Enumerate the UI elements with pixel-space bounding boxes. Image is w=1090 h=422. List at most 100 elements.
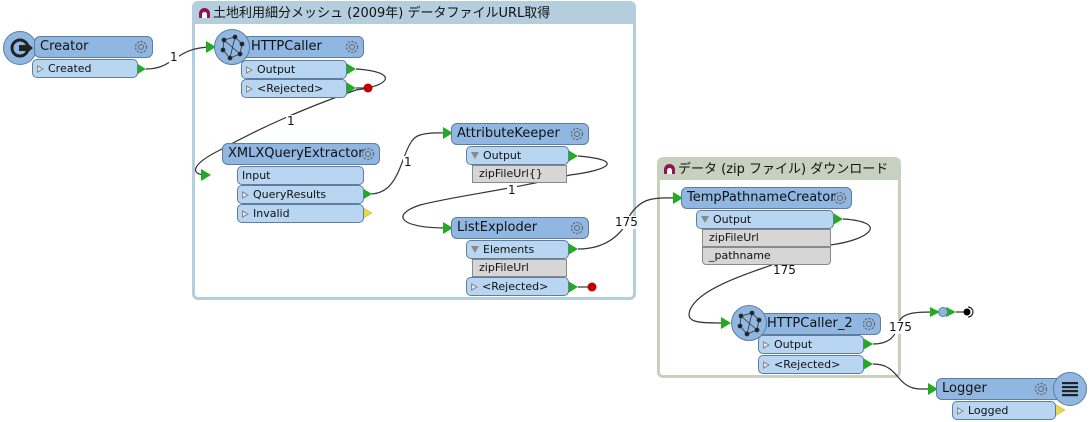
terminator-icon [963,308,971,316]
connection-listexploder-temppath [577,197,676,250]
port-input[interactable]: Input [237,166,364,185]
creator-icon[interactable] [3,31,37,65]
transformer-httpcaller[interactable]: HTTPCaller [238,36,364,58]
expand-icon[interactable] [763,361,770,369]
transformer-name: AttributeKeeper [457,126,560,141]
feature-count: 1 [169,50,179,64]
gear-icon[interactable] [861,316,877,332]
transformer-name: Logger [942,381,987,396]
port-output[interactable]: Output [758,335,864,354]
expand-icon[interactable] [246,66,253,74]
feature-count: 1 [286,114,296,128]
port-elements[interactable]: Elements [466,240,569,259]
attribute-item: zipFileUrl{} [472,165,567,183]
collapse-icon[interactable] [471,152,479,159]
input-port-attrkeeper [443,127,453,139]
expand-icon[interactable] [957,407,964,415]
connection-attrkeeper-listexploder [402,155,608,229]
output-port-httpcaller2-output [863,338,873,350]
bookmark-icon [199,8,210,18]
feature-count: 1 [403,155,413,169]
output-port-httpcaller-rejected [346,82,356,94]
httpcaller-icon[interactable] [214,29,250,65]
output-port-creator-created [136,63,146,75]
expand-icon[interactable] [37,65,44,73]
connection-httpcaller2-output [872,311,933,345]
output-port-listexploder-rejected [568,281,578,293]
transformer-attributekeeper[interactable]: AttributeKeeper [451,123,589,145]
junction-output-arrow [946,307,956,317]
gear-icon[interactable] [832,190,848,206]
transformer-name: TempPathnameCreator [687,190,836,205]
bookmark-icon [664,164,675,174]
bookmark-header[interactable]: 土地利用細分メッシュ (2009年) データファイルURL取得 [195,4,633,24]
rejected-terminator-icon [363,83,373,93]
feature-count: 175 [888,320,913,334]
port-created[interactable]: Created [32,59,138,78]
transformer-creator[interactable]: Creator [34,36,153,58]
port-output[interactable]: Output [241,60,347,79]
connection-xmlx-attrkeeper [369,132,447,195]
gear-icon[interactable] [344,39,360,55]
transformer-listexploder[interactable]: ListExploder [451,217,589,239]
output-port-temppath-output [833,213,843,225]
transformer-xmlxqueryextractor[interactable]: XMLXQueryExtractor [222,143,380,165]
output-port-httpcaller2-rejected [863,358,873,370]
transformer-name: XMLXQueryExtractor [228,146,364,161]
port-queryresults[interactable]: QueryResults [237,185,364,204]
gear-icon[interactable] [569,126,585,142]
logger-icon[interactable] [1053,372,1087,406]
junction-icon [938,307,948,317]
input-port-temppath [673,192,683,204]
connection-temppath-httpcaller2 [688,218,871,324]
port-output[interactable]: Output [696,210,834,229]
input-port-listexploder [443,222,453,234]
bookmark-title: 土地利用細分メッシュ (2009年) データファイルURL取得 [213,6,551,21]
port-rejected[interactable]: <Rejected> [241,79,347,98]
gear-icon[interactable] [1033,381,1049,397]
attribute-item: _pathname [702,247,831,265]
feature-count: 175 [772,263,797,277]
collapse-icon[interactable] [471,246,479,253]
terminator-icon [967,306,974,318]
output-port-httpcaller-output [346,63,356,75]
expand-icon[interactable] [246,85,253,93]
input-port-httpcaller2 [721,317,731,329]
output-port-attrkeeper-output [568,150,578,162]
output-port-listexploder-elements [568,243,578,255]
attribute-item: zipFileUrl [472,259,567,277]
transformer-name: Creator [40,39,89,54]
transformer-name: HTTPCaller_2 [767,316,853,331]
connection-httpcaller2-rejected-logger [872,363,930,390]
port-rejected[interactable]: <Rejected> [758,355,864,374]
feature-count: 175 [614,215,639,229]
bookmark-title: データ (zip ファイル) ダウンロード [678,162,889,177]
gear-icon[interactable] [133,39,149,55]
junction-input-arrow [930,307,940,317]
expand-icon[interactable] [242,191,249,199]
expand-icon[interactable] [471,283,478,291]
connection-httpcaller-output-xmlx [195,68,386,176]
input-port-httpcaller [206,41,216,53]
transformer-logger[interactable]: Logger [936,378,1062,400]
gear-icon[interactable] [360,146,376,162]
port-logged[interactable]: Logged [952,401,1056,420]
transformer-temppathnamecreator[interactable]: TempPathnameCreator [681,187,852,209]
attribute-item: zipFileUrl [702,229,831,247]
expand-icon[interactable] [763,341,770,349]
transformer-name: ListExploder [457,220,538,235]
port-output[interactable]: Output [466,146,569,165]
collapse-icon[interactable] [701,216,709,223]
rejected-terminator-icon [587,282,597,292]
connection-creator-httpcaller [145,46,213,70]
gear-icon[interactable] [569,220,585,236]
expand-icon[interactable] [242,210,249,218]
input-port-xmlx [201,169,211,181]
port-invalid[interactable]: Invalid [237,204,364,223]
port-rejected[interactable]: <Rejected> [466,277,569,296]
output-port-logger-logged [1054,403,1066,417]
bookmark-header[interactable]: データ (zip ファイル) ダウンロード [660,160,898,180]
transformer-httpcaller-2[interactable]: HTTPCaller_2 [756,313,881,335]
output-port-xmlx-queryresults [362,188,372,200]
